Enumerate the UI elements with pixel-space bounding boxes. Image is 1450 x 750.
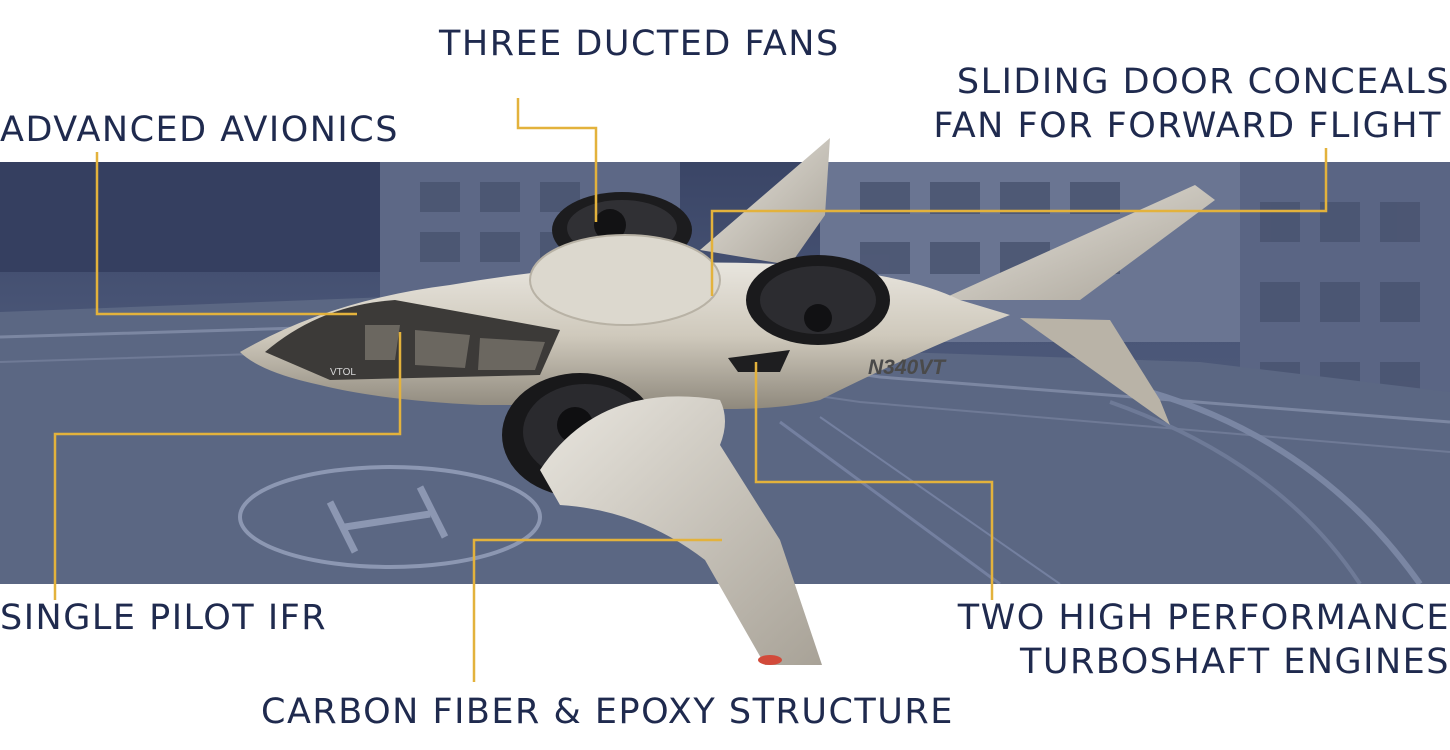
engine-intake (728, 350, 790, 372)
lower-wing (540, 396, 822, 665)
callout-engines-line1: TWO HIGH PERFORMANCE (957, 598, 1450, 638)
callout-structure: CARBON FIBER & EPOXY STRUCTURE (261, 692, 954, 732)
leader-advanced-avionics (95, 152, 357, 316)
registration-marking: N340VT (868, 356, 947, 379)
callout-sliding-door-line1: SLIDING DOOR CONCEALS (956, 62, 1450, 102)
tail-upper (940, 185, 1215, 300)
leader-three-ducted-fans (516, 98, 598, 222)
upper-wing (700, 138, 830, 265)
callout-three-ducted-fans: THREE DUCTED FANS (439, 24, 840, 64)
leader-engines (754, 362, 994, 600)
leader-structure (472, 538, 722, 682)
callout-sliding-door-line2: FAN FOR FORWARD FLIGHT (933, 106, 1442, 146)
sliding-door (529, 234, 721, 326)
leader-sliding-door (710, 148, 1328, 296)
callout-engines-line2: TURBOSHAFT ENGINES (1019, 642, 1450, 682)
nose-marking: VTOL (330, 367, 356, 378)
leader-single-pilot (53, 332, 402, 600)
callout-single-pilot-ifr: SINGLE PILOT IFR (0, 598, 328, 638)
callout-advanced-avionics: ADVANCED AVIONICS (0, 110, 399, 150)
tail-lower (1020, 318, 1170, 425)
